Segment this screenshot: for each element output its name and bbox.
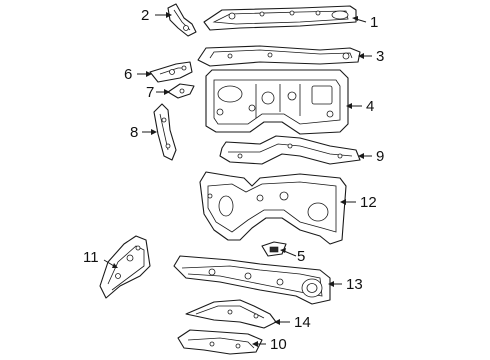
leader-11 xyxy=(103,259,118,268)
callout-13: 13 xyxy=(346,276,363,293)
callout-9: 9 xyxy=(376,148,384,165)
leader-5 xyxy=(280,248,297,257)
part-13-lower-dash-panel xyxy=(173,255,331,305)
part-9-cross-member xyxy=(219,135,361,165)
leader-6 xyxy=(137,71,152,77)
callout-12: 12 xyxy=(360,194,377,211)
part-14-lower-brace xyxy=(185,299,277,329)
leader-13 xyxy=(328,281,342,287)
leader-2 xyxy=(155,12,172,18)
callout-3: 3 xyxy=(376,48,384,65)
leader-lines xyxy=(103,12,372,347)
part-4-dash-panel xyxy=(205,69,349,135)
part-5-clip xyxy=(261,241,287,257)
leader-4 xyxy=(346,103,362,109)
part-11-pillar-gusset xyxy=(99,235,151,299)
leader-3 xyxy=(358,53,372,59)
part-1-cowl-panel xyxy=(203,5,357,31)
callout-4: 4 xyxy=(366,98,374,115)
callout-7: 7 xyxy=(146,84,154,101)
callout-1: 1 xyxy=(370,14,378,31)
callout-10: 10 xyxy=(270,336,287,353)
part-7-clip xyxy=(167,83,195,99)
part-2-bracket xyxy=(167,3,197,37)
leader-14 xyxy=(274,319,290,325)
leader-8 xyxy=(142,129,157,135)
callout-6: 6 xyxy=(124,66,132,83)
leader-7 xyxy=(156,89,170,95)
leader-10 xyxy=(252,341,266,347)
part-6-bracket xyxy=(149,61,193,83)
callout-labels: 1 2 3 4 5 6 7 8 9 10 11 12 13 14 xyxy=(83,7,384,353)
part-8-pillar-brace xyxy=(153,103,177,161)
leader-1 xyxy=(352,16,367,23)
part-12-dash-insulator xyxy=(199,171,347,245)
leader-9 xyxy=(358,153,372,159)
callout-2: 2 xyxy=(141,7,149,24)
callout-8: 8 xyxy=(130,124,138,141)
callout-5: 5 xyxy=(297,248,305,265)
callout-11: 11 xyxy=(83,249,99,266)
part-10-floor-cross-member xyxy=(177,329,263,355)
part-3-cowl-reinforcement xyxy=(197,45,361,67)
leader-12 xyxy=(340,199,356,205)
callout-14: 14 xyxy=(294,314,311,331)
